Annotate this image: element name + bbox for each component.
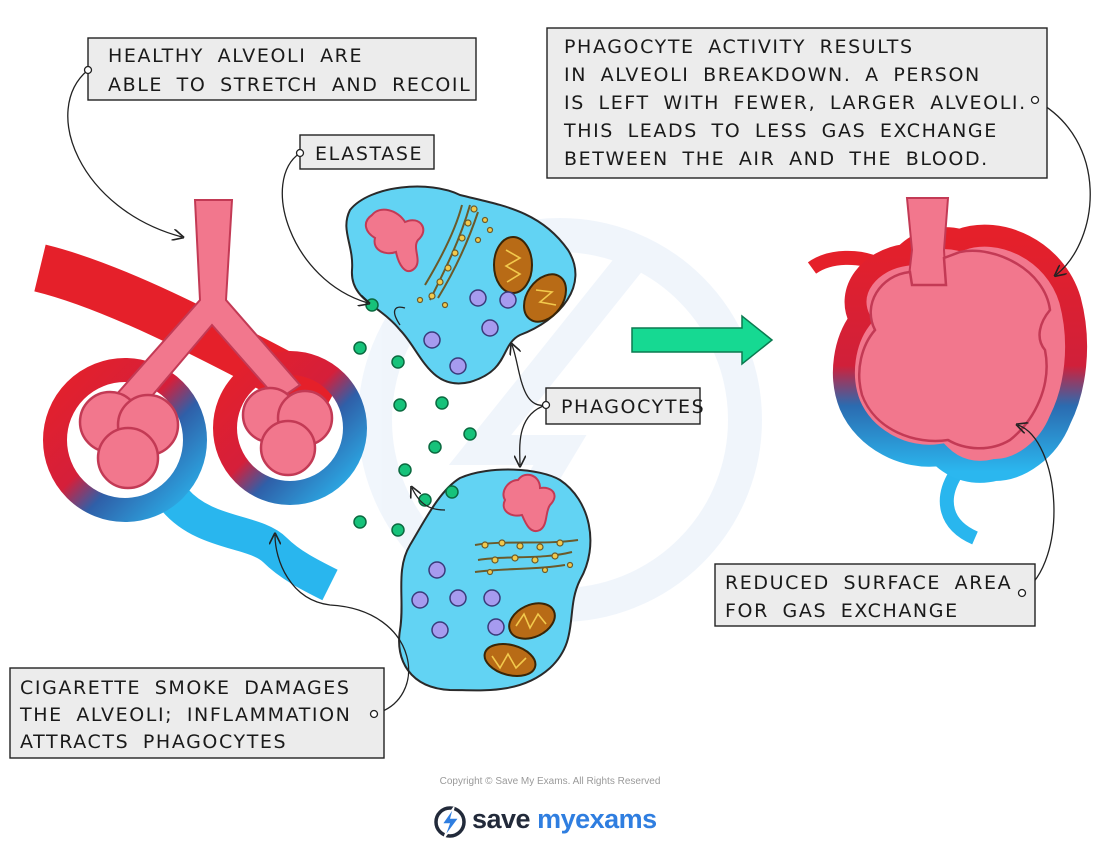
cigarette-line-2: THE ALVEOLI; INFLAMMATION: [19, 704, 351, 726]
capillary-ring-left: [43, 358, 207, 522]
activity-line-2: IN ALVEOLI BREAKDOWN. A PERSON: [564, 64, 981, 86]
enlarged-bronchiole: [905, 197, 950, 286]
activity-line-1: PHAGOCYTE ACTIVITY RESULTS: [564, 36, 914, 58]
activity-line-5: BETWEEN THE AIR AND THE BLOOD.: [564, 148, 989, 170]
phagocyte-bottom: [398, 468, 592, 692]
label-cigarette: CIGARETTE SMOKE DAMAGES THE ALVEOLI; INF…: [9, 667, 385, 759]
brand-logo: save myexams: [432, 800, 672, 844]
bronchiole: [114, 199, 302, 412]
copyright-text: Copyright © Save My Exams. All Rights Re…: [439, 776, 661, 787]
cigarette-line-3: ATTRACTS PHAGOCYTES: [20, 731, 287, 753]
brand-my: my: [537, 804, 576, 834]
nucleus-top: [364, 208, 425, 273]
activity-line-4: THIS LEADS TO LESS GAS EXCHANGE: [563, 120, 998, 142]
label-phagocytes: PHAGOCYTES: [541, 387, 705, 425]
cigarette-line-1: CIGARETTE SMOKE DAMAGES: [20, 677, 351, 699]
healthy-line-2: ABLE TO STRETCH AND RECOIL: [108, 74, 471, 96]
pointer-arrows: [67, 69, 1091, 715]
label-elastase: ELASTASE: [295, 134, 435, 170]
progression-arrow: [631, 314, 774, 366]
capillary-ring-right: [213, 351, 367, 505]
alveolus-left: [78, 390, 180, 490]
label-reduced: REDUCED SURFACE AREA FOR GAS EXCHANGE: [714, 563, 1036, 627]
reduced-line-2: FOR GAS EXCHANGE: [725, 600, 959, 622]
phagocytes-text: PHAGOCYTES: [561, 396, 705, 418]
activity-line-3: IS LEFT WITH FEWER, LARGER ALVEOLI.: [564, 92, 1027, 114]
label-phagocyte-activity: PHAGOCYTE ACTIVITY RESULTS IN ALVEOLI BR…: [546, 27, 1048, 179]
label-healthy: HEALTHY ALVEOLI ARE ABLE TO STRETCH AND …: [83, 37, 477, 101]
healthy-alveoli: [34, 199, 367, 601]
damaged-alveolus: [807, 197, 1088, 545]
lightning-icon: [434, 806, 466, 839]
elastase-text: ELASTASE: [315, 143, 423, 165]
brand-exams: exams: [575, 804, 657, 834]
brand-save: save: [472, 804, 531, 834]
vein-band: [162, 488, 338, 601]
alveolus-right: [241, 386, 334, 477]
nucleus-bottom: [502, 473, 556, 533]
reduced-line-1: REDUCED SURFACE AREA: [725, 572, 1012, 594]
healthy-line-1: HEALTHY ALVEOLI ARE: [108, 45, 363, 67]
elastase-particles: [353, 298, 477, 537]
